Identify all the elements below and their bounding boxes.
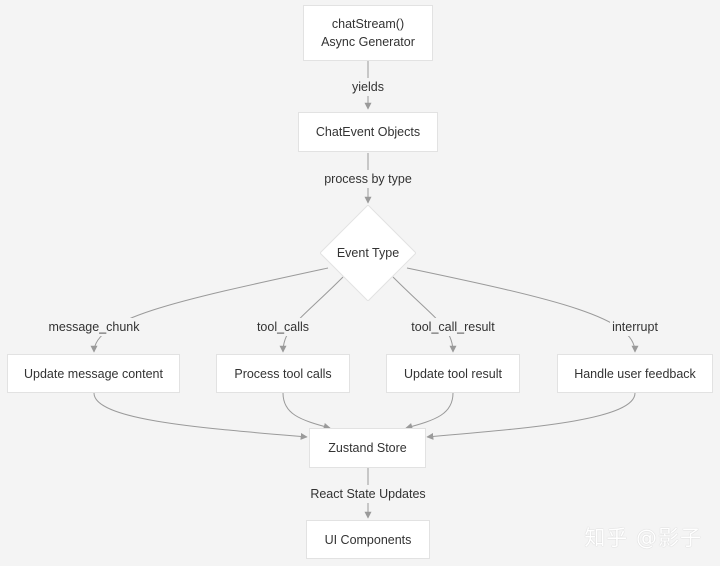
edge-label-tool-call-result: tool_call_result: [409, 318, 497, 336]
node-update-message-content: Update message content: [7, 354, 180, 393]
edge-label-tool-calls: tool_calls: [254, 318, 312, 336]
edge-label-yields: yields: [350, 78, 386, 96]
edge-interrupt: [406, 267, 639, 353]
edge-label-interrupt: interrupt: [610, 318, 660, 336]
node-zustand-store: Zustand Store: [309, 428, 426, 468]
edge-message-to-store: [93, 392, 308, 440]
edge-feedback-to-store: [426, 392, 636, 440]
node-event-type-label: Event Type: [336, 246, 400, 260]
edge-label-react-state-updates: React State Updates: [308, 485, 428, 503]
node-update-tool-result: Update tool result: [386, 354, 520, 393]
node-chat-stream-line1: chatStream(): [331, 17, 405, 31]
node-event-type: Event Type: [320, 205, 416, 301]
node-chat-event-objects-label: ChatEvent Objects: [315, 125, 421, 139]
node-ui-components: UI Components: [306, 520, 430, 559]
node-ui-components-label: UI Components: [324, 532, 412, 547]
node-chat-event-objects: ChatEvent Objects: [298, 112, 438, 152]
node-zustand-store-label: Zustand Store: [328, 441, 407, 455]
decision-diamond: [320, 205, 416, 301]
edge-label-process-by-type: process by type: [322, 170, 414, 188]
edge-toolresult-to-store: [405, 392, 454, 430]
edge-message-chunk: [90, 267, 329, 353]
node-update-tool-result-label: Update tool result: [404, 366, 502, 381]
node-process-tool-calls-label: Process tool calls: [234, 366, 332, 381]
node-chat-stream: chatStream() Async Generator: [303, 5, 433, 61]
node-handle-user-feedback: Handle user feedback: [557, 354, 713, 393]
edge-toolcalls-to-store: [282, 392, 331, 430]
node-handle-user-feedback-label: Handle user feedback: [574, 366, 696, 381]
watermark: 知乎 @影子: [584, 526, 702, 550]
edge-label-message-chunk: message_chunk: [46, 318, 142, 336]
node-process-tool-calls: Process tool calls: [216, 354, 350, 393]
node-chat-stream-line2: Async Generator: [321, 35, 415, 49]
node-update-message-content-label: Update message content: [24, 366, 163, 381]
